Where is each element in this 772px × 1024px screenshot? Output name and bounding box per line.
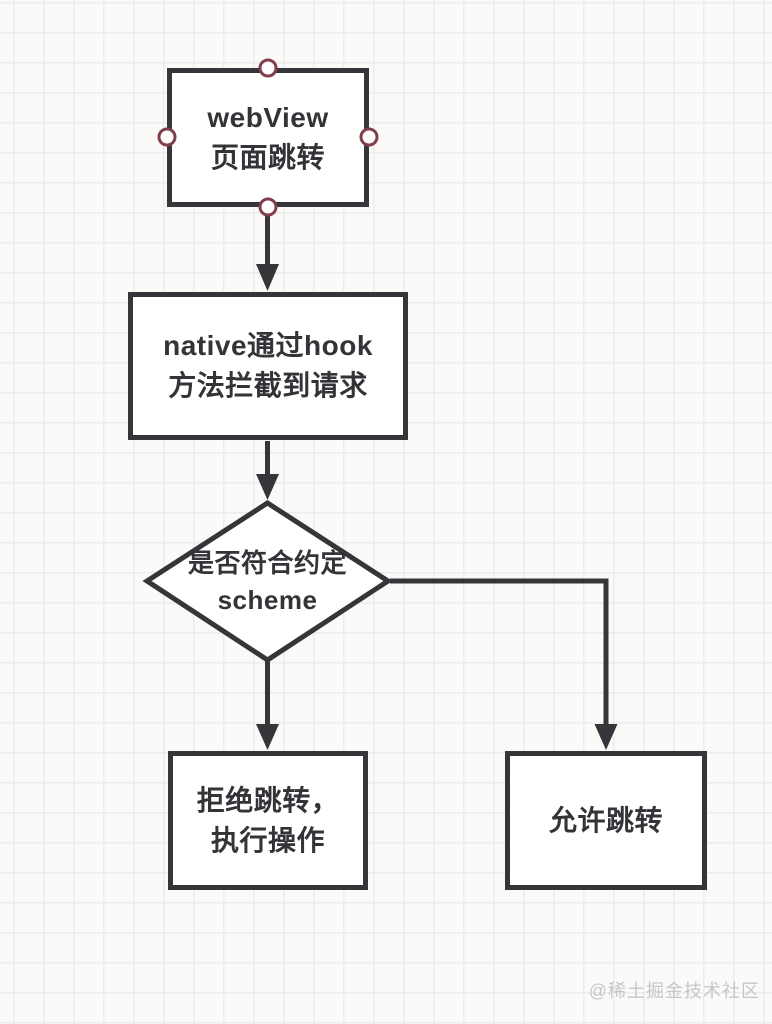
resize-handle-right[interactable] (359, 127, 379, 147)
node-reject[interactable]: 拒绝跳转， 执行操作 (168, 751, 368, 890)
node-hook-label-line2: 方法拦截到请求 (168, 370, 368, 401)
edge-start-to-hook[interactable] (256, 208, 279, 291)
resize-handle-left[interactable] (157, 127, 177, 147)
node-decision-label-line2: scheme (217, 584, 318, 615)
arrowhead-down-icon (256, 474, 279, 500)
edge-decision-to-reject[interactable] (256, 660, 279, 750)
node-start-label-line2: 页面跳转 (210, 141, 325, 173)
node-start-label-line1: webView (207, 101, 329, 133)
node-reject-label-line2: 执行操作 (210, 824, 325, 856)
node-allow-label-line1: 允许跳转 (548, 804, 663, 836)
node-start[interactable]: webView 页面跳转 (167, 68, 369, 207)
watermark: @稀土掘金技术社区 (588, 981, 760, 1001)
arrowhead-down-icon (594, 724, 618, 750)
edge-line[interactable] (390, 578, 609, 726)
edge-hook-to-decision[interactable] (256, 441, 279, 500)
node-reject-label-line1: 拒绝跳转， (196, 784, 340, 816)
arrowhead-down-icon (256, 724, 279, 750)
resize-handle-bottom[interactable] (258, 197, 278, 217)
edge-decision-to-allow[interactable] (390, 578, 618, 750)
arrowhead-down-icon (256, 264, 279, 291)
node-decision-label-line1: 是否符合约定 (187, 547, 347, 578)
decision-diamond-shape[interactable] (142, 500, 393, 663)
node-allow[interactable]: 允许跳转 (505, 751, 707, 890)
node-hook-label-line1: native通过hook (163, 330, 373, 362)
resize-handle-top[interactable] (258, 58, 278, 78)
node-hook[interactable]: native通过hook 方法拦截到请求 (128, 292, 408, 440)
node-decision-label: 是否符合约定 scheme (147, 503, 388, 660)
